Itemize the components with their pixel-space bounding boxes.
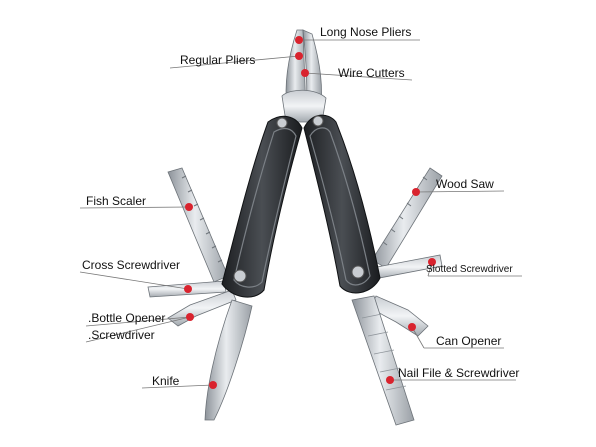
- rivet-bottom-right: [351, 265, 365, 279]
- rivet-top-left: [276, 117, 288, 129]
- knife-blade: [204, 299, 253, 421]
- leader-screwdriver: [85, 316, 191, 343]
- label-long-nose-pliers: Long Nose Pliers: [320, 25, 411, 39]
- marker-cross-screwdriver: [184, 285, 192, 293]
- marker-wire-cutters: [301, 69, 309, 77]
- label-knife: Knife: [152, 374, 180, 388]
- marker-fish-scaler: [185, 203, 193, 211]
- leader-knife: [141, 384, 214, 389]
- leader-regular-pliers: [169, 55, 300, 69]
- label-wire-cutters: Wire Cutters: [338, 66, 405, 80]
- marker-dots: [184, 36, 436, 389]
- marker-knife: [209, 381, 217, 389]
- rivet-bottom-left: [233, 269, 247, 283]
- label-fish-scaler: Fish Scaler: [86, 194, 146, 208]
- leader-bottle-opener: [85, 316, 191, 327]
- leader-lines: [79, 39, 522, 389]
- leader-can-opener-a: [411, 326, 425, 349]
- fish-scaler-teeth: [181, 175, 223, 263]
- label-bottle-opener: .Bottle Opener: [88, 311, 165, 325]
- marker-bottle-opener: [186, 313, 194, 321]
- nail-file-blade: [351, 295, 415, 426]
- marker-long-nose-pliers: [295, 36, 303, 44]
- leader-wire-cutters: [304, 72, 413, 81]
- bottle-opener-blade: [167, 289, 237, 327]
- label-cross-screwdriver: Cross Screwdriver: [82, 258, 180, 272]
- label-slotted-screwdriver: Slotted Screwdriver: [426, 264, 513, 275]
- leader-wood-saw: [415, 190, 505, 193]
- label-wood-saw: Wood Saw: [436, 177, 494, 191]
- leader-fish-scaler: [79, 206, 190, 209]
- nail-file-texture: [361, 313, 407, 391]
- marker-slotted-screwdriver: [428, 258, 436, 266]
- label-can-opener: Can Opener: [436, 334, 501, 348]
- marker-nail-file: [386, 376, 394, 384]
- left-handle-frame: [233, 127, 297, 288]
- right-handle: [303, 114, 381, 294]
- leader-cross-screwdriver: [79, 271, 189, 290]
- label-nail-file: Nail File & Screwdriver: [398, 366, 519, 380]
- label-regular-pliers: Regular Pliers: [180, 53, 255, 67]
- right-handle-frame: [309, 127, 371, 286]
- label-screwdriver: .Screwdriver: [88, 328, 155, 342]
- marker-can-opener: [408, 323, 416, 331]
- rivet-top-right: [312, 115, 324, 127]
- wood-saw-blade: [371, 167, 443, 269]
- left-handle: [221, 115, 303, 298]
- marker-wood-saw: [412, 188, 420, 196]
- marker-regular-pliers: [295, 52, 303, 60]
